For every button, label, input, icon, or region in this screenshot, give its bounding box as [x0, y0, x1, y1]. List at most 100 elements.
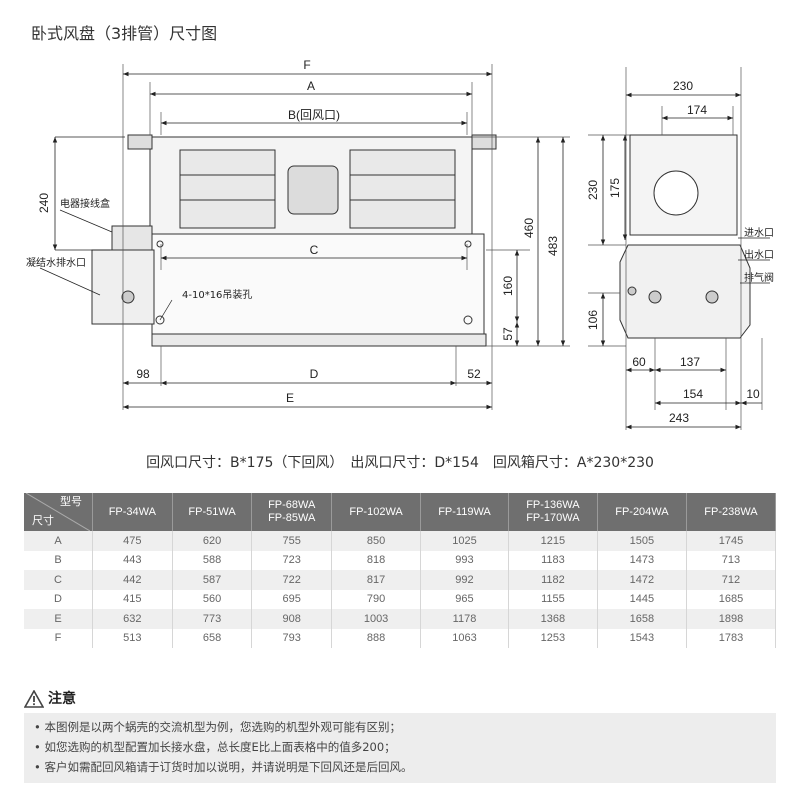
table-header-row: 型号 尺寸 FP-34WA FP-51WA FP-68WA FP-85WA FP… [24, 493, 777, 531]
table-cell: 712 [686, 570, 777, 590]
dim-160: 160 [501, 276, 515, 296]
table-cell: 1183 [508, 550, 598, 570]
table-cell: 793 [251, 628, 333, 648]
row-label: B [24, 550, 93, 570]
column-header: FP-34WA [92, 493, 173, 531]
table-cell: 442 [92, 570, 173, 590]
dim-240: 240 [37, 193, 51, 213]
row-label: F [24, 628, 93, 648]
table-cell: 695 [251, 589, 333, 609]
notes-list: 本图例是以两个蜗壳的交流机型为例，您选购的机型外观可能有区别； 如您选购的机型配… [24, 713, 776, 783]
table-cell: 620 [172, 531, 253, 551]
page-title: 卧式风盘（3排管）尺寸图 [31, 24, 218, 43]
table-cell: 817 [331, 570, 422, 590]
dim-B: B(回风口) [288, 108, 340, 122]
table-cell: 560 [172, 589, 253, 609]
table-cell: 818 [331, 550, 422, 570]
column-header: FP-119WA [420, 493, 509, 531]
table-cell: 850 [331, 531, 422, 551]
column-header: FP-102WA [331, 493, 422, 531]
dim-460: 460 [522, 218, 536, 238]
note-item: 客户如需配回风箱请于订货时加以说明，并请说明是下回风还是后回风。 [34, 757, 776, 777]
warning-icon [23, 689, 48, 708]
unit-bottom-tray [151, 333, 487, 347]
table-cell: 1473 [597, 550, 687, 570]
table-cell: 415 [92, 589, 173, 609]
dim-243: 243 [669, 411, 689, 425]
table-cell: 475 [92, 531, 173, 551]
column-header: FP-136WA FP-170WA [508, 493, 598, 531]
notes-heading-label: 注意 [48, 691, 76, 707]
table-corner: 型号 尺寸 [24, 493, 93, 531]
table-cell: 1368 [508, 609, 598, 629]
table-cell: 1685 [686, 589, 777, 609]
dim-230-side: 230 [586, 180, 600, 200]
dim-483: 483 [546, 236, 560, 256]
label-inlet: 进水口 [744, 227, 774, 239]
dim-52: 52 [467, 367, 481, 381]
table-cell: 773 [172, 609, 253, 629]
label-vent: 排气阀 [744, 271, 774, 284]
label-junction-box: 电器接线盒 [60, 197, 110, 210]
table-row: B 443 588 723 818 993 1183 1473 713 [24, 550, 777, 570]
dim-106: 106 [586, 310, 600, 330]
table-cell: 1215 [508, 531, 598, 551]
notes-heading: 注意 [23, 688, 76, 708]
row-label: A [24, 531, 93, 551]
table-cell: 755 [251, 531, 333, 551]
table-cell: 1178 [420, 609, 509, 629]
table-cell: 1063 [420, 628, 509, 648]
table-cell: 993 [420, 550, 509, 570]
dim-A: A [307, 79, 315, 93]
dim-154: 154 [683, 387, 703, 401]
table-cell: 965 [420, 589, 509, 609]
table-cell: 723 [251, 550, 333, 570]
table-cell: 908 [251, 609, 333, 629]
side-view-drainpan [619, 244, 751, 339]
table-cell: 443 [92, 550, 173, 570]
motor [287, 165, 339, 215]
dimension-drawing: F A B(回风口) C D E 98 52 240 460 483 160 5… [26, 58, 774, 430]
dim-F: F [303, 58, 310, 72]
table-cell: 1898 [686, 609, 777, 629]
table-row: E 632 773 908 1003 1178 1368 1658 1898 [24, 609, 777, 629]
table-cell: 588 [172, 550, 253, 570]
table-row: A 475 620 755 850 1025 1215 1505 1745 [24, 531, 777, 551]
table-cell: 1658 [597, 609, 687, 629]
table-cell: 1783 [686, 628, 777, 648]
row-label: E [24, 609, 93, 629]
label-holes: 4-10*16吊装孔 [182, 288, 252, 301]
column-header: FP-68WA FP-85WA [251, 493, 333, 531]
dim-C: C [310, 243, 319, 257]
row-label: D [24, 589, 93, 609]
note-item: 如您选购的机型配置加长接水盘，总长度E比上面表格中的值多200； [34, 737, 776, 757]
dim-E: E [286, 391, 294, 405]
table-cell: 888 [331, 628, 422, 648]
opening-sizes: 回风口尺寸：B*175（下回风） 出风口尺寸：D*154 回风箱尺寸：A*230… [146, 455, 654, 471]
spec-table: 型号 尺寸 FP-34WA FP-51WA FP-68WA FP-85WA FP… [24, 493, 777, 648]
corner-size-label: 尺寸 [32, 515, 54, 527]
table-cell: 722 [251, 570, 333, 590]
blower-right [349, 149, 456, 229]
table-row: C 442 587 722 817 992 1182 1472 712 [24, 570, 777, 590]
table-cell: 1182 [508, 570, 598, 590]
table-cell: 1505 [597, 531, 687, 551]
dim-57: 57 [501, 327, 515, 341]
table-cell: 1003 [331, 609, 422, 629]
row-label: C [24, 570, 93, 590]
table-cell: 587 [172, 570, 253, 590]
table-cell: 1025 [420, 531, 509, 551]
label-drain: 凝结水排水口 [26, 256, 86, 269]
column-header: FP-204WA [597, 493, 687, 531]
label-outlet: 出水口 [744, 248, 774, 261]
table-cell: 1472 [597, 570, 687, 590]
table-cell: 632 [92, 609, 173, 629]
table-cell: 790 [331, 589, 422, 609]
table-cell: 1745 [686, 531, 777, 551]
dim-230-top: 230 [673, 79, 693, 93]
column-header: FP-51WA [172, 493, 253, 531]
note-item: 本图例是以两个蜗壳的交流机型为例，您选购的机型外观可能有区别； [34, 717, 776, 737]
table-cell: 658 [172, 628, 253, 648]
dim-98: 98 [136, 367, 150, 381]
junction-box [111, 225, 153, 251]
